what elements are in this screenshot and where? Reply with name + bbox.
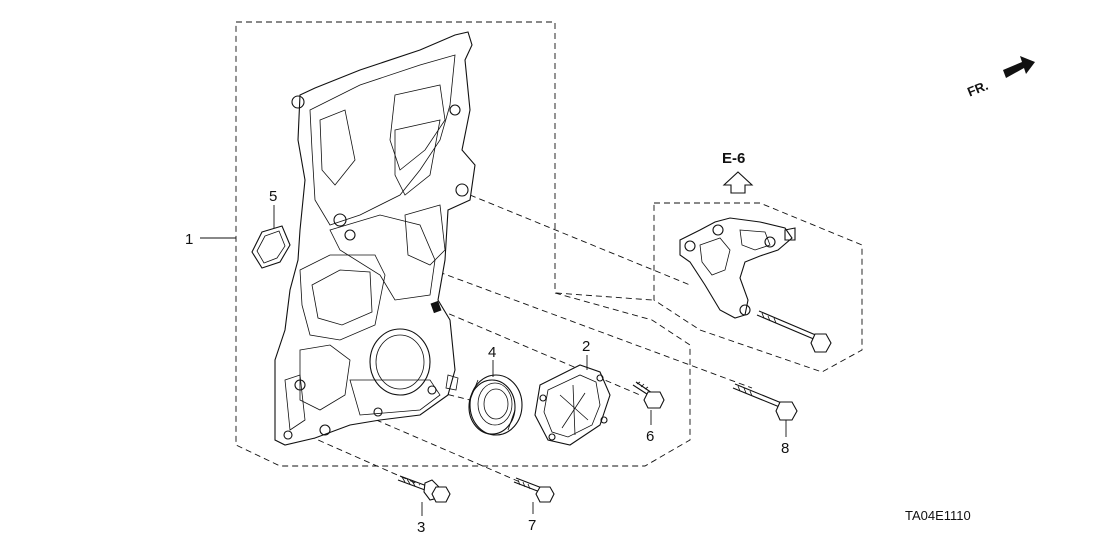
engine-mount-bracket <box>679 217 832 353</box>
diagram-code: TA04E1110 <box>905 508 971 523</box>
part-number-1: 1 <box>185 231 193 248</box>
chain-case-cover <box>274 31 476 446</box>
bracket-box-outline <box>653 202 863 373</box>
part-number-6: 6 <box>646 428 654 445</box>
oil-seal <box>468 374 523 436</box>
reference-label: E-6 <box>722 150 745 167</box>
part-number-5: 5 <box>269 188 277 205</box>
part-number-7: 7 <box>528 517 536 534</box>
assembly-box-outline <box>235 21 691 467</box>
reference-arrow <box>722 171 754 194</box>
front-direction-label: FR. <box>965 78 990 100</box>
bolt-7 <box>513 477 555 503</box>
part-number-2: 2 <box>582 338 590 355</box>
front-direction-arrow <box>1003 56 1035 78</box>
bolt-6 <box>632 381 665 409</box>
o-ring <box>251 225 291 269</box>
part-number-4: 4 <box>488 344 496 361</box>
part-number-3: 3 <box>417 519 425 536</box>
stud-bolt-3 <box>397 475 451 503</box>
cover-plate <box>534 364 611 446</box>
label-leaders <box>200 205 787 516</box>
bolt-8 <box>732 383 798 421</box>
part-number-8: 8 <box>781 440 789 457</box>
